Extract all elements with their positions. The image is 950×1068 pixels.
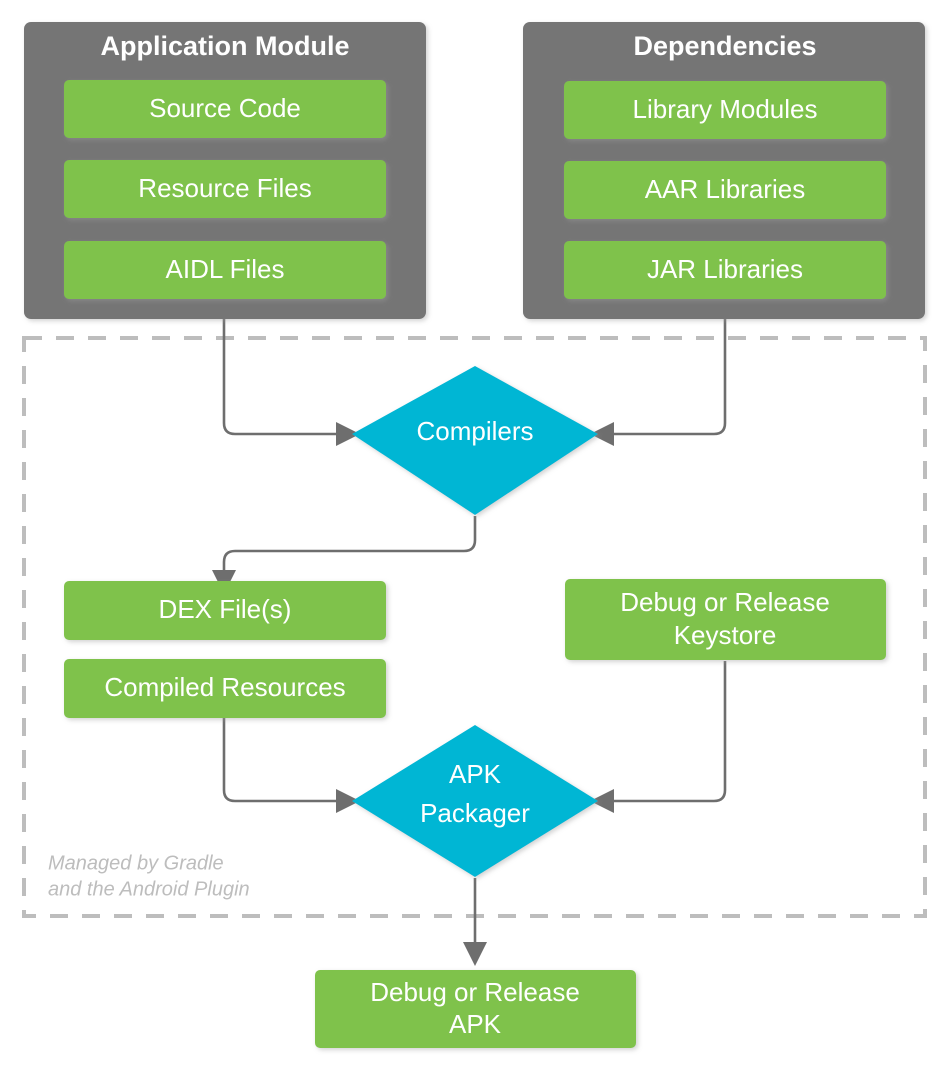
compilers-label: Compilers — [416, 416, 533, 446]
connector-dependencies-to-compilers — [614, 318, 727, 436]
output-apk-label-line1: Debug or Release — [370, 977, 580, 1007]
dependencies-title: Dependencies — [633, 31, 816, 61]
arrowhead-compiledresources-to-packager — [336, 789, 360, 813]
node-keystore: Debug or Release Keystore — [565, 579, 886, 660]
node-dex-files — [64, 581, 386, 640]
node-source-code — [64, 80, 386, 138]
node-resource-files — [64, 160, 386, 218]
node-source-code-label: Source Code — [149, 93, 301, 123]
node-library-modules — [564, 81, 886, 139]
compilers-diamond — [352, 366, 598, 515]
group-dependencies: Dependencies Library Modules AAR Librari… — [523, 22, 925, 319]
keystore-label-line2: Keystore — [674, 620, 777, 650]
node-aar-libraries-label: AAR Libraries — [645, 174, 805, 204]
connector-compiledresources-to-packager — [222, 718, 336, 803]
node-aidl-files-label: AIDL Files — [166, 254, 285, 284]
node-resource-files-label: Resource Files — [138, 173, 311, 203]
apk-packager-label-line1: APK — [449, 759, 502, 789]
connector-compilers-to-dex — [222, 516, 477, 576]
arrowhead-keystore-to-packager — [590, 789, 614, 813]
boundary-note-line2: and the Android Plugin — [48, 878, 250, 900]
arrowhead-appmodule-to-compilers — [336, 422, 360, 446]
group-application-module: Application Module Source Code Resource … — [24, 22, 426, 319]
keystore-box — [565, 579, 886, 660]
node-aar-libraries — [564, 161, 886, 219]
node-compiled-resources-label: Compiled Resources — [104, 672, 345, 702]
boundary-note-line1: Managed by Gradle — [48, 852, 224, 874]
node-compiled-resources — [64, 659, 386, 718]
keystore-label-line1: Debug or Release — [620, 587, 830, 617]
node-jar-libraries-label: JAR Libraries — [647, 254, 803, 284]
process-apk-packager: APK Packager — [352, 725, 598, 877]
output-apk-box — [315, 970, 636, 1048]
node-output-apk: Debug or Release APK — [315, 970, 636, 1048]
apk-packager-label-line2: Packager — [420, 798, 530, 828]
connector-keystore-to-packager — [614, 661, 727, 803]
apk-packager-diamond — [352, 725, 598, 877]
arrowhead-dependencies-to-compilers — [590, 422, 614, 446]
output-apk-label-line2: APK — [449, 1009, 502, 1039]
node-library-modules-label: Library Modules — [633, 94, 818, 124]
connector-appmodule-to-compilers — [222, 318, 336, 436]
node-dex-files-label: DEX File(s) — [159, 594, 292, 624]
node-aidl-files — [64, 241, 386, 299]
arrowhead-packager-to-output-apk — [463, 942, 487, 966]
node-jar-libraries — [564, 241, 886, 299]
application-module-title: Application Module — [101, 31, 350, 61]
process-compilers: Compilers — [352, 366, 598, 515]
